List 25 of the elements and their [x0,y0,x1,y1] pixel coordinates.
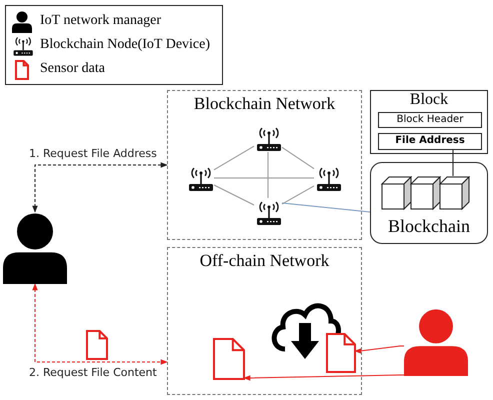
connector-line [282,202,370,212]
region-title: Off-chain Network [198,251,330,271]
arrow [32,162,168,213]
network-region [167,90,362,240]
edge-label: 1. Request File Address [28,147,158,160]
arrow [354,346,404,354]
connector-line [282,146,314,170]
block-field: Block Header [378,112,482,128]
blockchain-panel [370,162,488,244]
block-panel [370,90,488,154]
region-title: Block [408,91,450,109]
arrow [243,374,404,381]
arrow [32,283,168,365]
legend-label: Sensor data [40,61,105,77]
region-title: Blockchain [387,216,471,237]
connector-line [452,148,454,176]
legend-label: IoT network manager [40,13,162,29]
connector-line [214,184,254,206]
legend-label: Blockchain Node(IoT Device) [40,37,210,53]
region-title: Blockchain Network [192,94,336,114]
block-field: File Address [378,133,482,150]
edge-label: 2. Request File Content [28,366,158,379]
network-region [167,247,362,395]
connector-line [214,146,254,170]
connector-line [282,185,314,205]
